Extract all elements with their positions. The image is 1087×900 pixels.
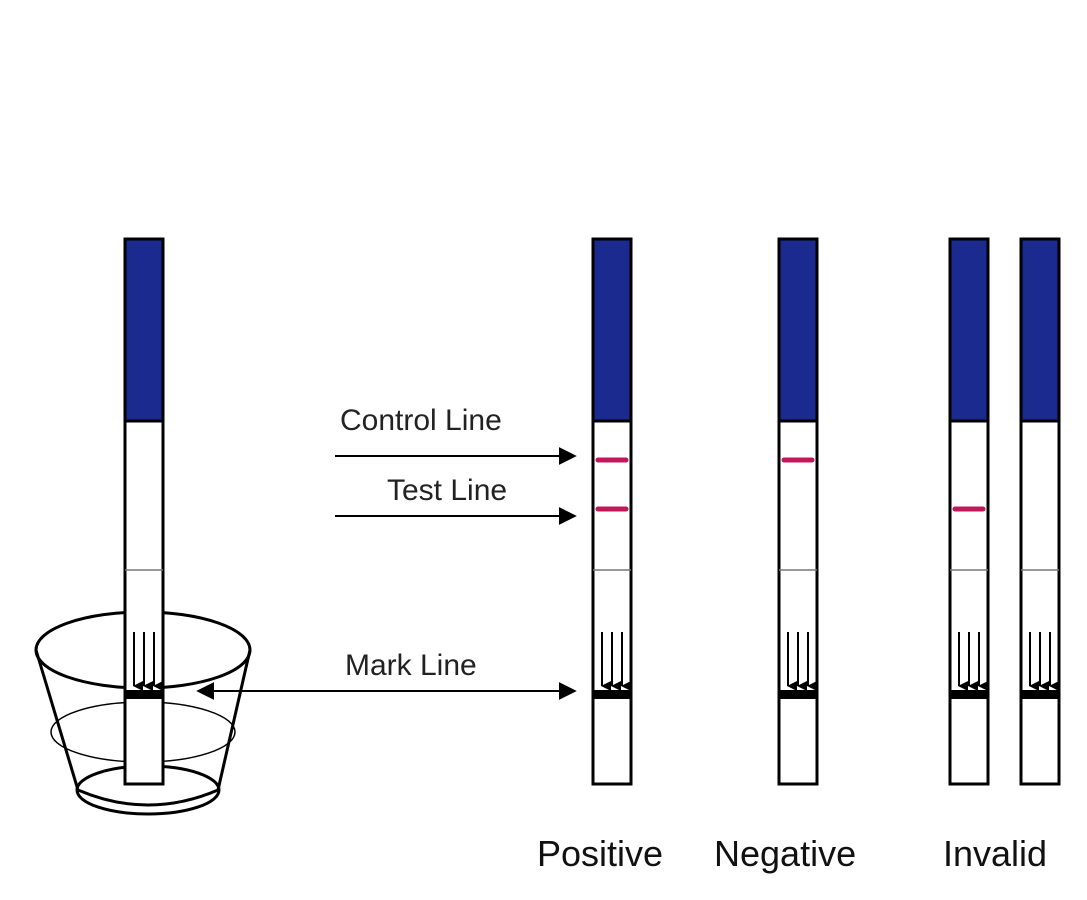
mark-line-bar <box>779 690 817 699</box>
negative-strip <box>777 237 819 786</box>
negative-label: Negative <box>714 833 856 874</box>
invalid-label: Invalid <box>943 833 1047 874</box>
strip-handle <box>948 237 990 423</box>
invalid-strip-1 <box>948 237 990 786</box>
mark-line-bar <box>125 690 163 699</box>
invalid-strip-2 <box>1019 237 1061 786</box>
test-line-label: Test Line <box>387 474 507 507</box>
mark-line-bar <box>593 690 631 699</box>
strip-handle <box>591 237 633 423</box>
strip-handle <box>1019 237 1061 423</box>
mark-line-bar <box>1021 690 1059 699</box>
mark-line-bar <box>950 690 988 699</box>
control-line-label: Control Line <box>340 404 502 437</box>
dipped-strip <box>123 237 165 786</box>
positive-label: Positive <box>537 833 663 874</box>
positive-strip <box>591 237 633 786</box>
mark-line-label: Mark Line <box>345 649 477 682</box>
strip-handle <box>123 237 165 423</box>
strip-handle <box>777 237 819 423</box>
